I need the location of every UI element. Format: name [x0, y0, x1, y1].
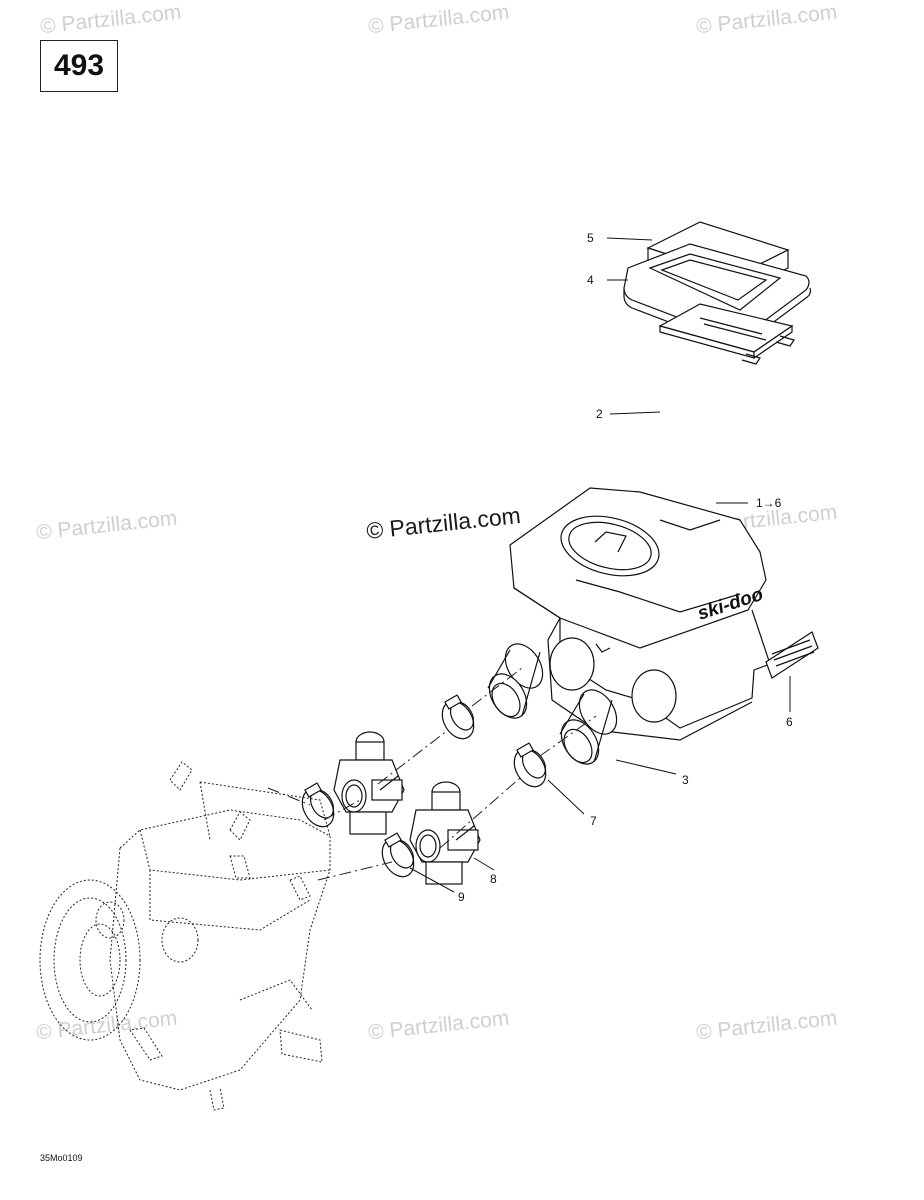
airbox-part-1: ski-doo [509, 487, 771, 741]
callout-9: 9 [458, 890, 465, 904]
clamp-part-7-upper [441, 694, 475, 740]
plate-part-2 [658, 303, 795, 365]
callout-1-to-6: 1→6 [756, 496, 782, 510]
callout-6: 6 [786, 715, 793, 729]
decal-part-6 [765, 631, 819, 679]
adaptor-boot-part-3-lower [559, 689, 618, 765]
carburetor-part-8-upper [333, 731, 405, 835]
callout-3: 3 [682, 773, 689, 787]
callout-2: 2 [596, 407, 603, 421]
callout-7: 7 [590, 814, 597, 828]
clamp-part-7-lower [513, 742, 547, 788]
carburetor-part-8-lower [409, 781, 481, 885]
callout-4: 4 [587, 273, 594, 287]
adaptor-boot-part-3-upper [487, 643, 544, 719]
figure-reference-code: 35Mo0109 [40, 1153, 83, 1163]
clamp-part-9-lower [381, 832, 415, 878]
assembly-centerlines [267, 667, 597, 881]
page-number-box: 493 [40, 40, 118, 92]
engine-reference-drawing [39, 761, 331, 1111]
callout-leaders [409, 237, 791, 893]
clamp-part-9-upper [301, 782, 335, 828]
callout-5: 5 [587, 231, 594, 245]
callout-8: 8 [490, 872, 497, 886]
